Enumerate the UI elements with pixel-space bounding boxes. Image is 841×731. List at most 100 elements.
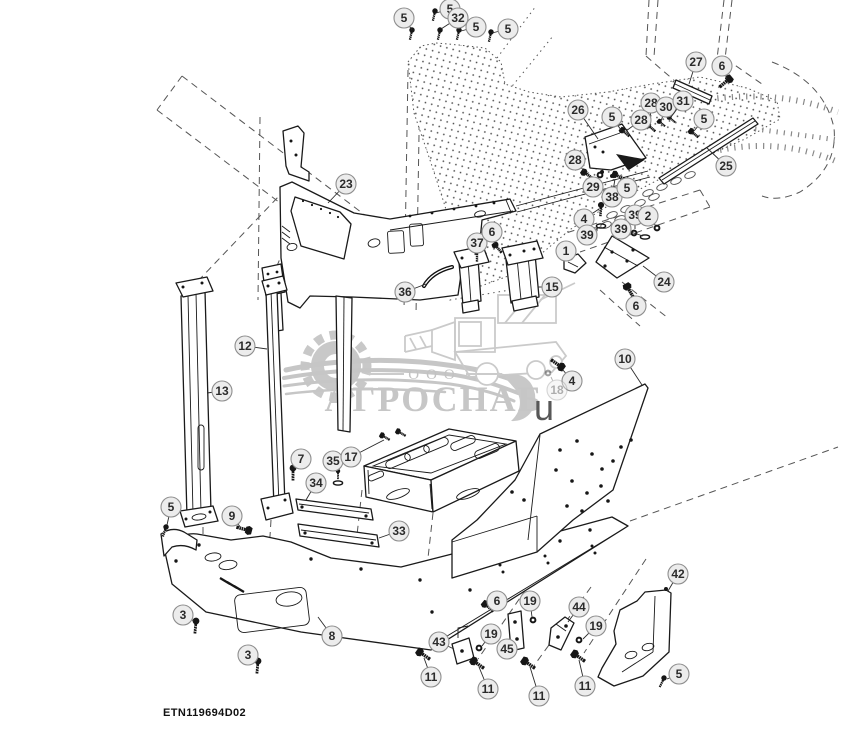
bolt-icon: [394, 427, 408, 439]
panel-part-26: [584, 123, 647, 171]
callout-11: 11: [528, 666, 550, 707]
svg-text:29: 29: [586, 180, 600, 194]
callout-33: 33: [378, 520, 410, 542]
callout-32: 32: [440, 7, 469, 30]
svg-text:31: 31: [676, 94, 690, 108]
svg-text:36: 36: [398, 285, 412, 299]
washer-icon: [332, 480, 344, 486]
callout-39: 39: [576, 224, 601, 246]
drawing-code: ETN119694D02: [163, 707, 247, 719]
svg-text:27: 27: [689, 55, 703, 69]
svg-text:5: 5: [447, 2, 454, 16]
svg-text:19: 19: [484, 627, 498, 641]
svg-text:12: 12: [238, 339, 252, 353]
svg-text:24: 24: [657, 275, 671, 289]
callout-19: 19: [519, 590, 541, 618]
callout-35: 35: [322, 450, 344, 472]
svg-text:5: 5: [505, 22, 512, 36]
callout-25: 25: [706, 147, 737, 177]
callout-18: 18: [546, 376, 568, 401]
bar-part-34: [295, 498, 374, 521]
svg-text:11: 11: [425, 670, 438, 684]
nut-icon: [575, 636, 583, 644]
callout-42: 42: [667, 563, 689, 592]
svg-text:11: 11: [533, 689, 546, 703]
cover-part-42: [597, 587, 672, 687]
bolt-icon: [378, 431, 392, 443]
svg-text:44: 44: [572, 600, 586, 614]
bolt-icon: [518, 655, 538, 673]
svg-text:34: 34: [309, 476, 323, 490]
screw-icon: [453, 26, 463, 41]
bar-part-33: [297, 523, 380, 548]
callout-39: 39: [610, 218, 644, 240]
bracket-part-24: [595, 235, 650, 279]
svg-text:5: 5: [701, 112, 708, 126]
callout-10: 10: [614, 348, 643, 386]
screw-icon: [485, 28, 495, 43]
svg-text:6: 6: [489, 225, 496, 239]
callout-6: 6: [711, 55, 733, 80]
watermark-suffix-text: u: [534, 387, 554, 428]
callout-6: 6: [486, 590, 508, 612]
callout-5: 5: [693, 108, 715, 132]
svg-text:23: 23: [339, 177, 353, 191]
callout-5: 5: [601, 106, 623, 131]
side-panel-part-10: [451, 383, 649, 579]
svg-text:19: 19: [589, 619, 603, 633]
svg-text:2: 2: [645, 209, 652, 223]
callout-17: 17: [340, 439, 385, 468]
svg-text:18: 18: [550, 383, 564, 397]
callout-5: 5: [491, 18, 519, 40]
watermark-ooo-text: ООО: [408, 367, 462, 383]
svg-text:28: 28: [568, 153, 582, 167]
svg-text:43: 43: [432, 635, 446, 649]
svg-text:6: 6: [494, 594, 501, 608]
callout-28: 28: [564, 149, 586, 172]
callout-5: 5: [160, 496, 182, 526]
callout-15: 15: [538, 276, 563, 298]
callout-43: 43: [428, 631, 455, 653]
callout-5: 5: [393, 7, 415, 31]
callout-5: 5: [460, 16, 487, 38]
watermark-company-text: АГРОСНАБ: [325, 379, 544, 419]
svg-text:5: 5: [624, 181, 631, 195]
nut-icon: [596, 171, 604, 179]
svg-text:5: 5: [473, 20, 480, 34]
callout-30: 30: [655, 96, 677, 122]
callout-19: 19: [480, 623, 502, 647]
callout-4: 4: [573, 208, 600, 230]
screw-icon: [657, 674, 668, 689]
callout-11: 11: [420, 657, 442, 688]
svg-text:9: 9: [229, 509, 236, 523]
callout-37: 37: [466, 232, 488, 254]
svg-text:39: 39: [580, 228, 594, 242]
callout-3: 3: [237, 644, 259, 666]
callout-3: 3: [172, 604, 195, 626]
svg-text:17: 17: [344, 450, 358, 464]
svg-text:11: 11: [579, 679, 592, 693]
callout-5: 5: [666, 663, 690, 685]
callout-4: 4: [561, 369, 583, 392]
post-part-12: [260, 275, 294, 521]
callout-7: 7: [290, 448, 312, 470]
svg-text:3: 3: [245, 648, 252, 662]
svg-text:5: 5: [168, 500, 175, 514]
svg-text:13: 13: [215, 384, 229, 398]
svg-text:28: 28: [644, 96, 658, 110]
svg-text:5: 5: [609, 110, 616, 124]
callout-2: 2: [637, 205, 659, 227]
callout-44: 44: [567, 596, 590, 623]
svg-text:3: 3: [180, 608, 187, 622]
svg-text:5: 5: [676, 667, 683, 681]
callout-45: 45: [496, 638, 518, 660]
svg-text:10: 10: [618, 352, 632, 366]
callout-12: 12: [234, 335, 268, 357]
svg-text:38: 38: [605, 190, 619, 204]
svg-text:45: 45: [500, 642, 514, 656]
nut-icon: [475, 644, 483, 652]
svg-text:4: 4: [569, 374, 576, 388]
